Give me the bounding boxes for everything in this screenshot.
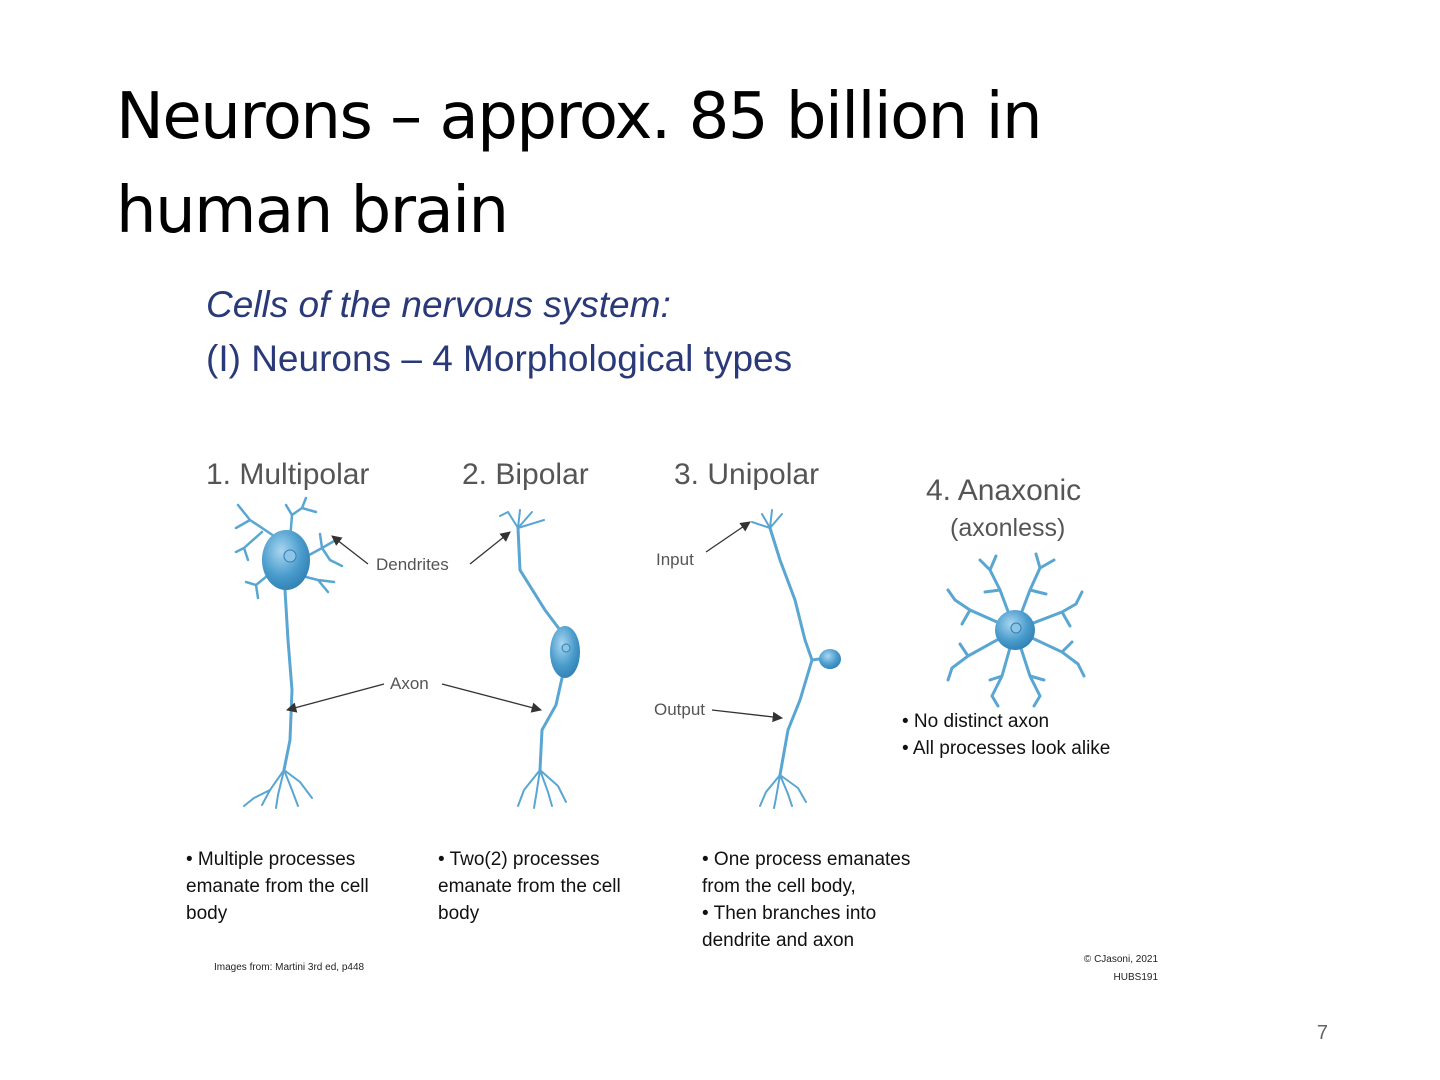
label-dendrites: Dendrites [376,555,449,574]
input-pointer [705,521,751,553]
subtitle-line-2: (I) Neurons – 4 Morphological types [206,338,793,379]
unipolar-neuron [751,509,828,809]
page-number: 7 [1316,1022,1328,1044]
type-heading-multipolar: 1. Multipolar [206,458,370,491]
slide-title: Neurons – approx. 85 billion in human br… [116,70,1316,258]
title-line-1: Neurons – approx. 85 billion in [116,80,1043,154]
unipolar-cell-body [819,649,841,669]
output-pointer [711,709,784,723]
copyright-credit: © CJasoni, 2021 [1083,954,1158,965]
multipolar-neuron [234,496,344,809]
course-code: HUBS191 [1113,972,1158,983]
subtitle-line-1: Cells of the nervous system: [206,284,671,325]
description-multipolar: • Multiple processes emanate from the ce… [186,849,369,924]
type-heading-bipolar: 2. Bipolar [462,458,589,491]
axon-pointer-left [285,683,385,713]
type-heading-anaxonic: 4. Anaxonic [926,474,1082,507]
description-unipolar: • One process emanates from the cell bod… [702,849,911,951]
label-axon: Axon [390,674,429,693]
description-bipolar: • Two(2) processes emanate from the cell… [438,849,621,924]
description-anaxonic: • No distinct axon • All processes look … [902,711,1111,759]
label-output: Output [654,700,706,719]
dendrites-pointer-left [331,535,369,565]
bipolar-neuron [499,509,567,809]
image-source-credit: Images from: Martini 3rd ed, p448 [214,962,365,973]
type-heading-unipolar: 3. Unipolar [674,458,820,491]
type-subheading-anaxonic: (axonless) [950,514,1066,542]
axon-pointer-right [441,683,543,713]
title-line-2: human brain [116,174,509,248]
dendrites-pointer-right [469,531,511,565]
label-input: Input [656,550,694,569]
